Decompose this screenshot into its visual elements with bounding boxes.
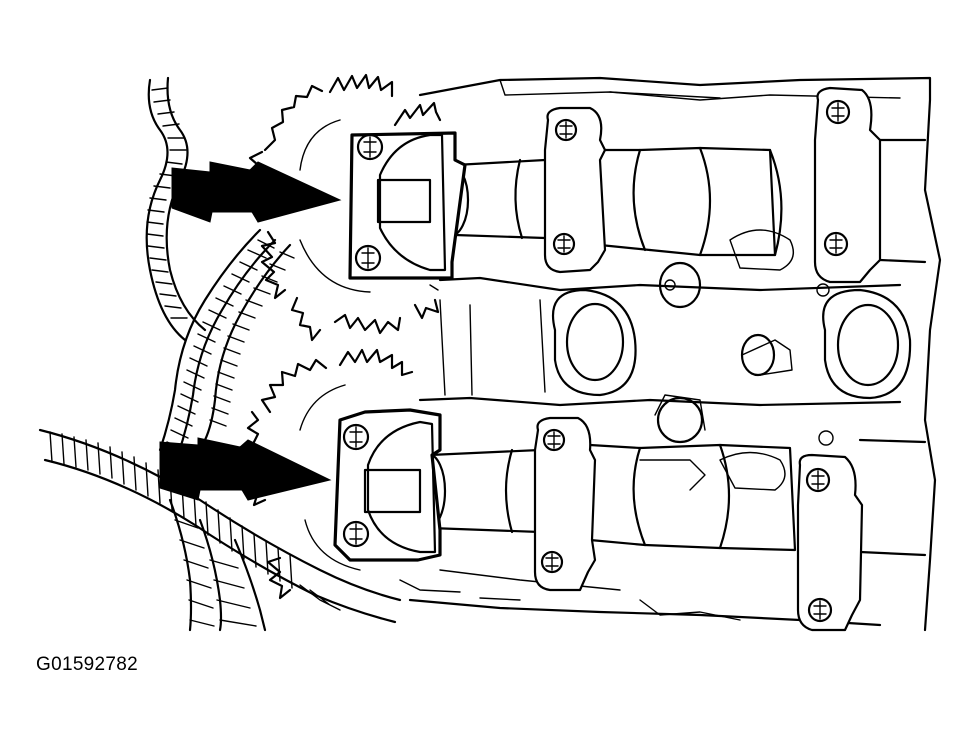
lower-journal-caps bbox=[533, 416, 864, 632]
lower-camshaft-bearing-cap bbox=[333, 408, 442, 562]
lower-head-structure bbox=[299, 579, 741, 621]
upper-cam-gear bbox=[248, 73, 442, 342]
lower-cam-gear bbox=[245, 348, 414, 600]
cam-lobes-and-bores bbox=[551, 229, 912, 491]
lower-arrow-icon bbox=[159, 437, 332, 501]
upper-arrow-icon bbox=[171, 161, 342, 223]
upper-journal-caps bbox=[543, 86, 882, 284]
upper-camshaft-bearing-cap bbox=[348, 131, 467, 280]
figure-code: G01592782 bbox=[36, 654, 139, 675]
